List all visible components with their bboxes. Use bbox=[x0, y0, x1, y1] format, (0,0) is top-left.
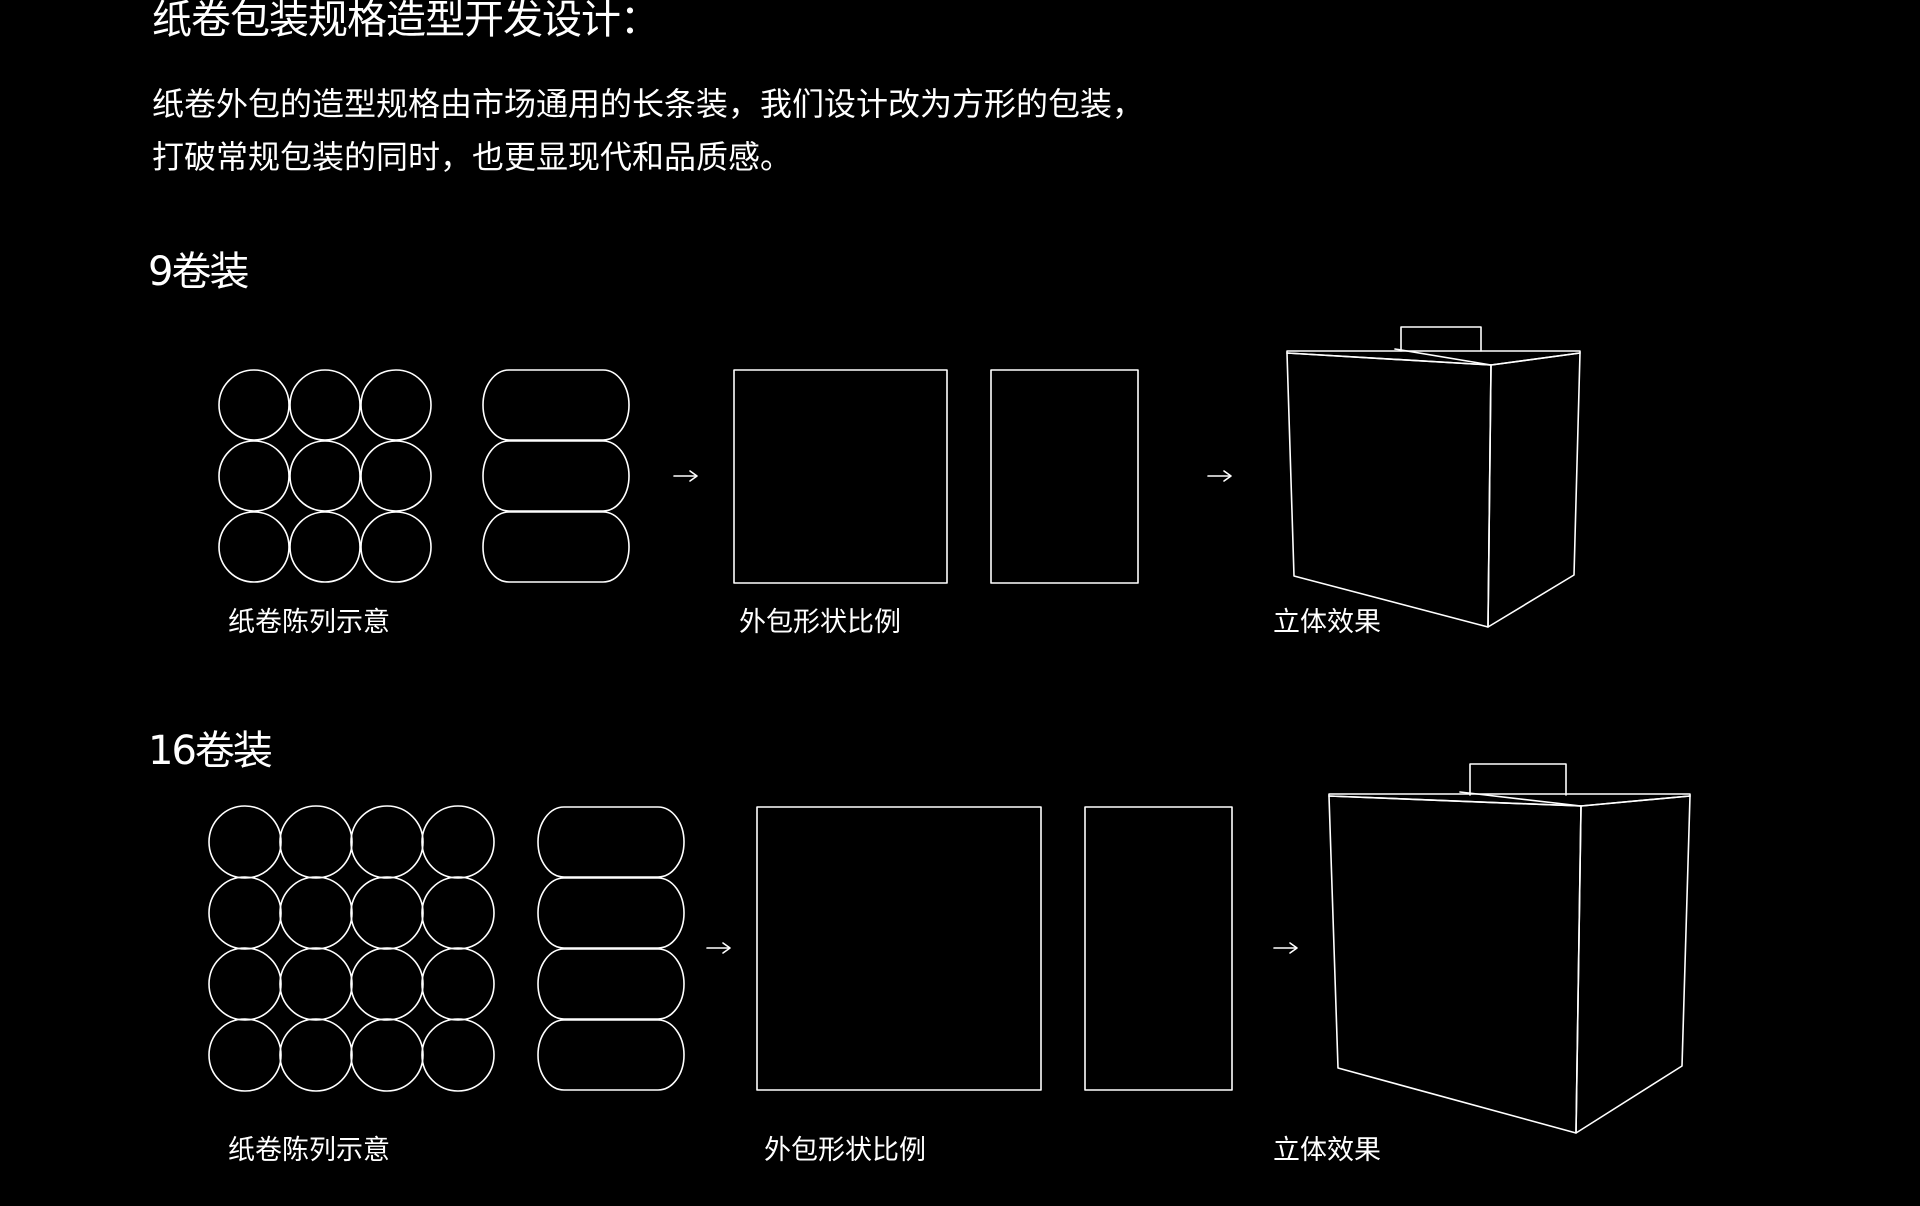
roll-grid-16 bbox=[208, 805, 495, 1092]
roll-circle-icon bbox=[208, 876, 282, 950]
roll-side bbox=[482, 511, 630, 583]
roll-circle-icon bbox=[421, 947, 495, 1021]
roll-circle-icon bbox=[279, 876, 353, 950]
arrow-right-icon bbox=[1273, 942, 1298, 954]
roll-side-view-16 bbox=[537, 806, 685, 1091]
roll-circle-icon bbox=[279, 805, 353, 879]
intro-line-1: 纸卷外包的造型规格由市场通用的长条装，我们设计改为方形的包装， bbox=[152, 85, 1145, 123]
section-title-9-rolls: 9卷装 bbox=[148, 249, 249, 295]
roll-circle-icon bbox=[289, 511, 361, 583]
roll-circle-icon bbox=[350, 947, 424, 1021]
roll-circle-icon bbox=[360, 369, 432, 441]
caption-arrangement-16: 纸卷陈列示意 bbox=[228, 1135, 390, 1166]
arrow-right-icon bbox=[706, 942, 731, 954]
roll-circle-icon bbox=[350, 876, 424, 950]
arrow-right-icon bbox=[673, 470, 698, 482]
package-proportion-9 bbox=[733, 369, 1139, 584]
package-front-face bbox=[733, 369, 948, 584]
roll-circle-icon bbox=[350, 1018, 424, 1092]
roll-circle-icon bbox=[218, 511, 290, 583]
roll-circle-icon bbox=[218, 440, 290, 512]
roll-circle-icon bbox=[218, 369, 290, 441]
roll-circle-icon bbox=[289, 369, 361, 441]
box-3d-icon bbox=[1286, 326, 1581, 628]
intro-text: 纸卷外包的造型规格由市场通用的长条装，我们设计改为方形的包装， 打破常规包装的同… bbox=[152, 78, 1144, 184]
roll-circle-icon bbox=[421, 1018, 495, 1092]
caption-proportion-16: 外包形状比例 bbox=[764, 1135, 926, 1166]
roll-circle-icon bbox=[279, 1018, 353, 1092]
intro-line-2: 打破常规包装的同时，也更显现代和品质感。 bbox=[152, 138, 793, 176]
page-title: 纸卷包装规格造型开发设计： bbox=[152, 0, 660, 43]
roll-side bbox=[482, 440, 630, 512]
caption-proportion-9: 外包形状比例 bbox=[739, 607, 901, 638]
package-front-face bbox=[756, 806, 1042, 1091]
roll-side bbox=[537, 948, 685, 1020]
roll-circle-icon bbox=[421, 876, 495, 950]
caption-effect-9: 立体效果 bbox=[1273, 607, 1381, 638]
section-title-16-rolls: 16卷装 bbox=[148, 728, 273, 774]
roll-circle-icon bbox=[350, 805, 424, 879]
roll-circle-icon bbox=[208, 947, 282, 1021]
roll-side bbox=[537, 1019, 685, 1091]
roll-circle-icon bbox=[289, 440, 361, 512]
roll-circle-icon bbox=[208, 805, 282, 879]
box-3d-icon bbox=[1328, 763, 1691, 1134]
package-proportion-16 bbox=[756, 806, 1233, 1091]
roll-grid-9 bbox=[218, 369, 432, 583]
package-side-face bbox=[1084, 806, 1233, 1091]
roll-side bbox=[537, 806, 685, 878]
arrow-right-icon bbox=[1207, 470, 1232, 482]
caption-arrangement-9: 纸卷陈列示意 bbox=[228, 607, 390, 638]
roll-circle-icon bbox=[421, 805, 495, 879]
roll-circle-icon bbox=[208, 1018, 282, 1092]
roll-side bbox=[537, 877, 685, 949]
roll-circle-icon bbox=[360, 440, 432, 512]
roll-side bbox=[482, 369, 630, 441]
caption-effect-16: 立体效果 bbox=[1273, 1135, 1381, 1166]
package-side-face bbox=[990, 369, 1139, 584]
roll-circle-icon bbox=[360, 511, 432, 583]
roll-side-view-9 bbox=[482, 369, 630, 583]
roll-circle-icon bbox=[279, 947, 353, 1021]
